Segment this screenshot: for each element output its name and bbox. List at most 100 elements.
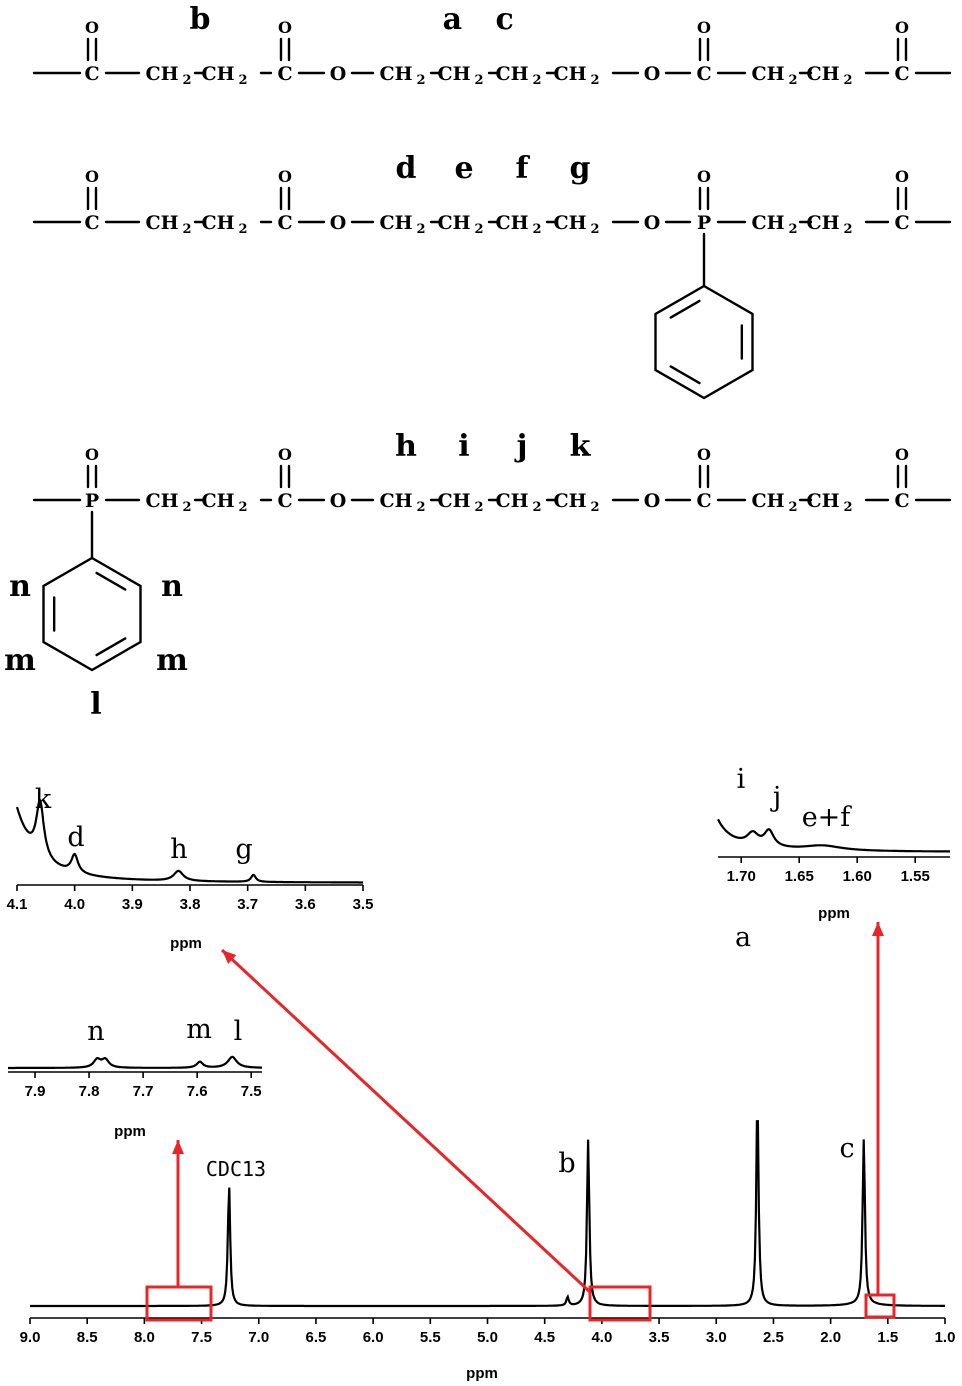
ring-label: n [9, 569, 31, 604]
atom: C [84, 63, 99, 85]
atom-ch-text: CH [201, 63, 234, 85]
atom: C [894, 490, 909, 512]
atom-text: C [277, 490, 292, 512]
atom-ch-text: CH [145, 490, 178, 512]
tick-label: 2.5 [763, 1329, 784, 1346]
atom: O [330, 212, 347, 234]
atom-ch-text: CH [751, 212, 784, 234]
atom-subscript: 2 [590, 73, 599, 88]
atom-text: O [330, 63, 347, 85]
ring-inner-bond [669, 299, 701, 319]
arrow-to-mid-inset-head [222, 950, 237, 964]
peak-label-m: m [186, 1014, 212, 1045]
atom-subscript: 2 [788, 500, 797, 515]
atom: P [85, 490, 99, 512]
atom-subscript: 2 [474, 222, 483, 237]
oxygen-atom: O [85, 18, 99, 37]
inset-a-line [15, 799, 363, 884]
atom-ch-text: CH [806, 212, 839, 234]
tick-label: 5.5 [420, 1329, 441, 1346]
atom: CH 2 [437, 212, 483, 237]
proton-label: h [395, 429, 417, 464]
atom-subscript: 2 [590, 222, 599, 237]
atom-subscript: 2 [474, 500, 483, 515]
atom-ch-text: CH [201, 490, 234, 512]
atom-ch-text: CH [379, 490, 412, 512]
peak-label-l: l [234, 1016, 243, 1047]
proton-label: g [570, 151, 591, 186]
oxygen-atom: O [895, 167, 909, 186]
tick-label: 1.60 [843, 868, 872, 885]
atom-text: C [696, 490, 711, 512]
atom-text: O [644, 212, 661, 234]
atom-text: C [277, 63, 292, 85]
axis-label: ppm [818, 905, 850, 922]
highlight-box-1.6 [864, 1293, 896, 1319]
oxygen-atom: O [697, 167, 711, 186]
tick-label: 3.5 [353, 896, 374, 913]
tick-label: 3.7 [237, 896, 258, 913]
tick-label: 3.0 [706, 1329, 727, 1346]
atom-ch-text: CH [145, 212, 178, 234]
atom-ch-text: CH [553, 63, 586, 85]
peak-label-cdc13: CDC13 [206, 1157, 266, 1181]
inset-c-line [717, 818, 951, 853]
atom-subscript: 2 [238, 500, 247, 515]
ring-inner-bond [95, 571, 127, 591]
atom-subscript: 2 [474, 73, 483, 88]
atom-ch-text: CH [806, 490, 839, 512]
peak-label-d: d [67, 822, 84, 853]
proton-label: a [443, 2, 462, 37]
atom-text: O [644, 490, 661, 512]
proton-label: j [514, 429, 528, 464]
tick-label: 2.0 [820, 1329, 841, 1346]
atom-subscript: 2 [238, 222, 247, 237]
tick-label: 6.5 [306, 1329, 327, 1346]
ring-inner-bond [669, 365, 701, 385]
atom-ch-text: CH [495, 212, 528, 234]
tick-label: 7.9 [25, 1083, 46, 1100]
atom: C [894, 63, 909, 85]
atom-ch-text: CH [437, 212, 470, 234]
atom-text: C [696, 63, 711, 85]
ring-label: n [161, 569, 183, 604]
atom-text: P [85, 490, 99, 512]
oxygen-atom: O [278, 445, 292, 464]
atom: CH 2 [201, 63, 247, 88]
peak-label-h: h [170, 834, 187, 865]
atom-text: C [894, 63, 909, 85]
atom-subscript: 2 [238, 73, 247, 88]
proton-label: b [190, 2, 211, 37]
oxygen-atom: O [85, 167, 99, 186]
atom-ch-text: CH [553, 490, 586, 512]
tick-label: 4.5 [534, 1329, 555, 1346]
tick-label: 7.5 [191, 1329, 212, 1346]
tick-label: 4.0 [591, 1329, 612, 1346]
tick-label: 7.0 [248, 1329, 269, 1346]
highlight-box-7.9 [145, 1285, 213, 1322]
peak-label-a: a [735, 922, 751, 953]
tick-label: 1.0 [935, 1329, 956, 1346]
atom-subscript: 2 [182, 222, 191, 237]
atom-text: C [894, 212, 909, 234]
atom-ch-text: CH [751, 63, 784, 85]
ring-inner-bond [95, 637, 127, 657]
atom-ch-text: CH [495, 63, 528, 85]
tick-label: 3.8 [180, 896, 201, 913]
tick-label: 8.0 [134, 1329, 155, 1346]
